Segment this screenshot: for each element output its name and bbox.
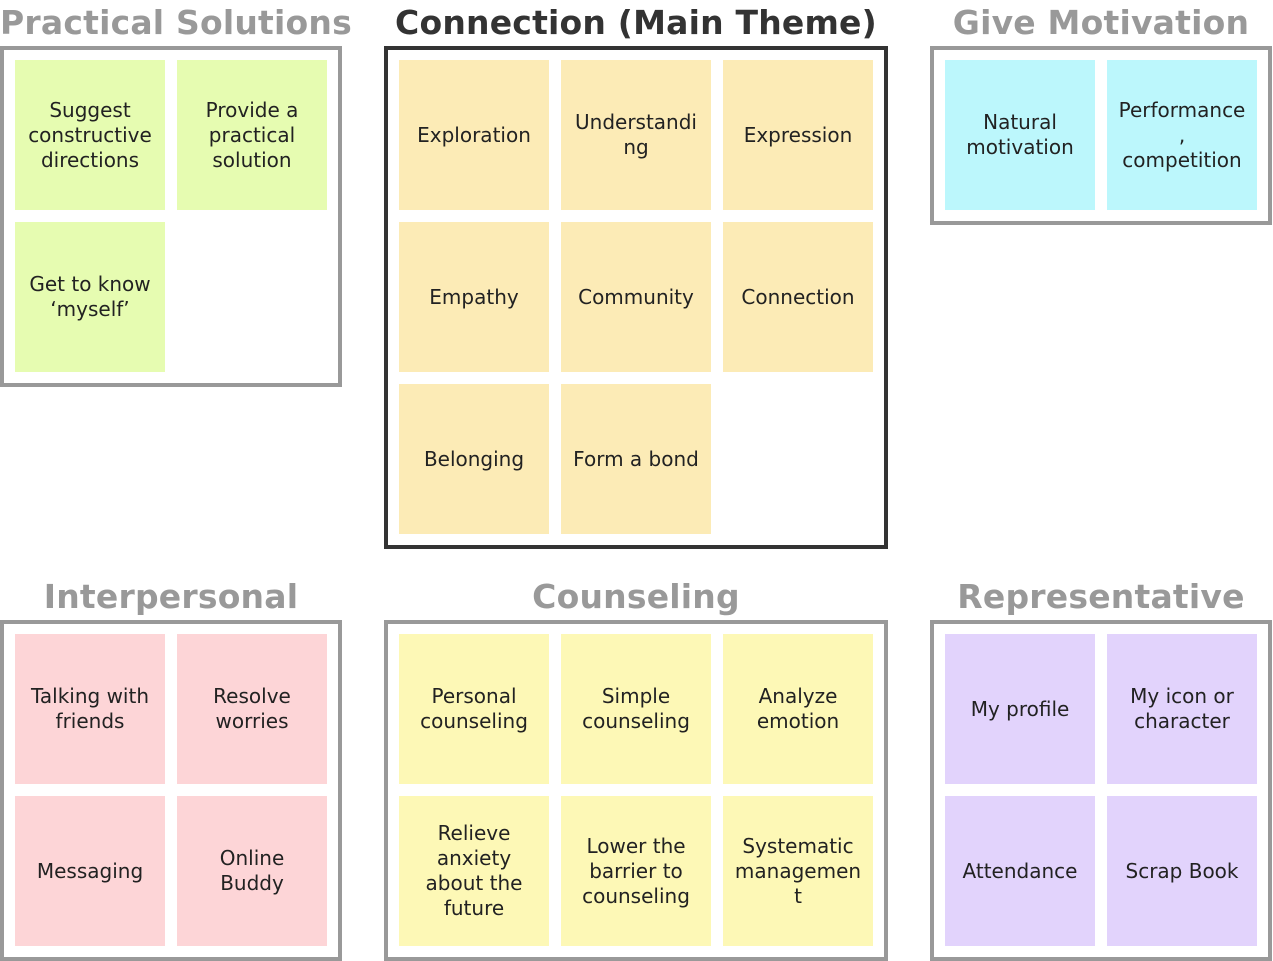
sticky-note-text: Suggest constructive directions <box>28 97 152 172</box>
sticky-note-text: Connection <box>741 284 855 309</box>
group-title: Counseling <box>532 577 740 616</box>
sticky-note-text: Provide a practical solution <box>205 97 299 172</box>
sticky-note-text: Simple counseling <box>582 684 690 733</box>
sticky-note-text: Natural motivation <box>966 110 1074 159</box>
sticky-note[interactable]: Belonging <box>399 384 549 534</box>
group-counseling: Counseling Personal counseling Simple cou… <box>384 574 888 961</box>
group-representative: Representative My profile My icon or char… <box>930 574 1272 961</box>
sticky-note-text: Relieve anxiety about the future <box>425 821 523 920</box>
sticky-note[interactable]: My profile <box>945 634 1095 784</box>
sticky-note[interactable]: Provide a practical solution <box>177 60 327 210</box>
group-title: Practical Solutions <box>0 3 352 42</box>
sticky-note[interactable]: Form a bond <box>561 384 711 534</box>
group-connection-main-theme: Connection (Main Theme) Exploration Under… <box>384 0 888 549</box>
sticky-note[interactable]: Attendance <box>945 796 1095 946</box>
sticky-note[interactable]: Online Buddy <box>177 796 327 946</box>
sticky-note[interactable]: Expression <box>723 60 873 210</box>
sticky-note-text: Lower the barrier to counseling <box>582 833 690 908</box>
sticky-note-text: Resolve worries <box>213 684 291 733</box>
sticky-note[interactable]: Relieve anxiety about the future <box>399 796 549 946</box>
sticky-note-text: Belonging <box>423 446 525 471</box>
sticky-note[interactable]: Empathy <box>399 222 549 372</box>
group-practical-solutions: Practical Solutions Suggest constructive… <box>0 0 352 387</box>
sticky-note-text: Talking with friends <box>30 684 150 733</box>
sticky-note-text: Analyze emotion <box>756 684 840 733</box>
sticky-note[interactable]: Personal counseling <box>399 634 549 784</box>
sticky-note[interactable]: Simple counseling <box>561 634 711 784</box>
sticky-note-text: Empathy <box>429 284 519 309</box>
group-title: Connection (Main Theme) <box>395 3 877 42</box>
sticky-note-text: Online Buddy <box>219 846 285 895</box>
sticky-note[interactable]: Systematic management <box>723 796 873 946</box>
sticky-note[interactable]: Lower the barrier to counseling <box>561 796 711 946</box>
group-interpersonal: Interpersonal Talking with friends Resolv… <box>0 574 342 961</box>
sticky-note-text: Personal counseling <box>420 684 528 733</box>
sticky-note-text: My icon or character <box>1130 684 1234 733</box>
group-title: Interpersonal <box>43 577 299 616</box>
sticky-note[interactable]: Suggest constructive directions <box>15 60 165 210</box>
sticky-note-text: Form a bond <box>573 446 699 471</box>
sticky-note[interactable]: Exploration <box>399 60 549 210</box>
sticky-note-text: Community <box>578 284 694 309</box>
sticky-note-text: Understanding <box>575 110 697 159</box>
sticky-note-text: Scrap Book <box>1125 858 1239 883</box>
sticky-note-text: Get to know ‘myself’ <box>29 272 151 321</box>
sticky-note[interactable]: Resolve worries <box>177 634 327 784</box>
sticky-note[interactable]: Get to know ‘myself’ <box>15 222 165 372</box>
sticky-note[interactable]: Connection <box>723 222 873 372</box>
group-title: Give Motivation <box>952 3 1250 42</box>
sticky-note-text: Exploration <box>417 122 531 147</box>
sticky-note-text: Messaging <box>36 858 144 883</box>
sticky-note-text: Performance, competition <box>1118 97 1246 172</box>
sticky-note-text: My profile <box>970 696 1070 721</box>
group-title: Representative <box>957 577 1245 616</box>
sticky-note[interactable]: Messaging <box>15 796 165 946</box>
sticky-note[interactable]: Analyze emotion <box>723 634 873 784</box>
sticky-note-text: Expression <box>743 122 853 147</box>
sticky-note-text: Systematic management <box>734 833 862 908</box>
sticky-note[interactable]: Talking with friends <box>15 634 165 784</box>
sticky-note[interactable]: My icon or character <box>1107 634 1257 784</box>
group-give-motivation: Give Motivation Natural motivation Perfor… <box>930 0 1272 225</box>
sticky-note[interactable]: Performance, competition <box>1107 60 1257 210</box>
sticky-note[interactable]: Natural motivation <box>945 60 1095 210</box>
sticky-note[interactable]: Community <box>561 222 711 372</box>
sticky-note[interactable]: Scrap Book <box>1107 796 1257 946</box>
sticky-note[interactable]: Understanding <box>561 60 711 210</box>
sticky-note-text: Attendance <box>962 858 1078 883</box>
